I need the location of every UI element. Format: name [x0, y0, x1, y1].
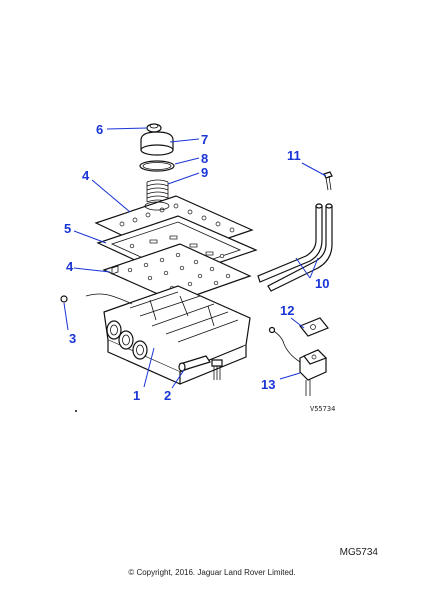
part-11-screw	[323, 171, 333, 191]
diagram-code: MG5734	[339, 547, 378, 558]
callout-2: 2	[164, 388, 171, 403]
callout-4-lower: 4	[66, 259, 74, 274]
callout-13: 13	[261, 377, 275, 392]
callout-12: 12	[280, 303, 294, 318]
callout-9: 9	[201, 165, 208, 180]
part-1-valve-body	[103, 285, 251, 385]
part-12-bracket	[299, 317, 329, 337]
callout-5: 5	[64, 221, 71, 236]
callout-10: 10	[315, 276, 329, 291]
callout-1: 1	[133, 388, 140, 403]
stray-mark	[75, 410, 77, 412]
part-4-lower-plate	[102, 243, 252, 303]
part-10-pipes	[257, 203, 333, 292]
leader-lines	[63, 127, 327, 389]
callout-6: 6	[96, 122, 103, 137]
part-13-solenoid	[268, 326, 328, 396]
part-7-cover	[140, 131, 174, 156]
part-9-spring	[146, 179, 169, 203]
callout-4-upper: 4	[82, 168, 90, 183]
part-3-check-ball	[60, 293, 133, 305]
callout-7: 7	[201, 132, 208, 147]
part-8-o-ring	[139, 160, 175, 172]
drawing-reference: V55734	[310, 405, 335, 413]
callout-3: 3	[69, 331, 76, 346]
copyright-notice: © Copyright, 2016. Jaguar Land Rover Lim…	[128, 568, 296, 577]
part-2-sensor	[178, 355, 211, 372]
callout-11: 11	[287, 148, 301, 163]
callout-8: 8	[201, 151, 208, 166]
part-6-cap	[146, 123, 162, 133]
body-bolt	[211, 359, 223, 380]
